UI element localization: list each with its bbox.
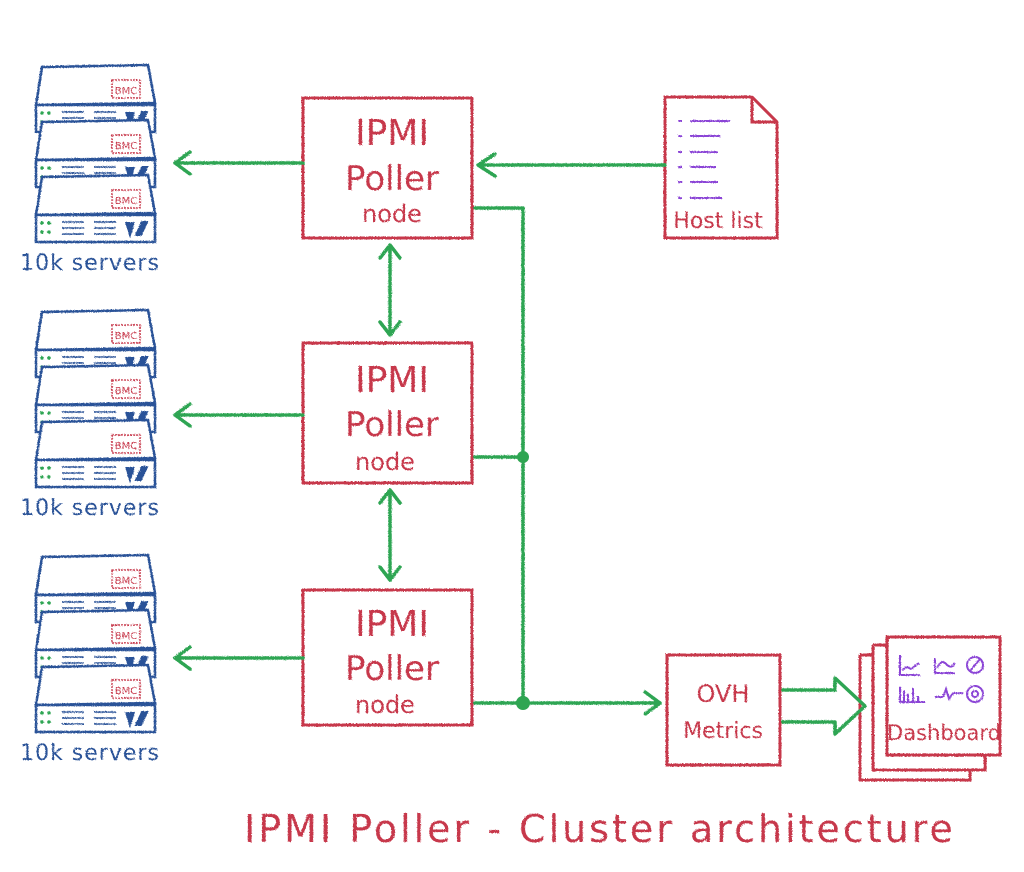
poller-1-line3: node — [362, 200, 422, 228]
poller-node-2 — [301, 341, 474, 485]
arrow-poller3-to-servers — [173, 645, 305, 671]
donut-chart-icon — [966, 685, 984, 703]
diagram-title: IPMI Poller - Cluster architecture — [244, 807, 956, 851]
bmc-chip-icon: BMC — [111, 569, 141, 589]
host-list-label: Host list — [673, 209, 763, 234]
dashboard-label: Dashboard — [887, 721, 1001, 745]
bmc-chip-icon: BMC — [111, 134, 141, 154]
bar-chart-icon — [899, 687, 925, 703]
bmc-chip-icon: BMC — [111, 679, 141, 699]
vent-lines — [62, 221, 116, 235]
server-group-label: 10k servers — [20, 741, 160, 766]
host-list-entries — [678, 120, 730, 199]
poller-3-line2: Poller — [345, 649, 439, 689]
svg-text:BMC: BMC — [115, 141, 137, 152]
poller-2-line3: node — [355, 448, 415, 476]
server: BMC — [34, 308, 157, 379]
poller-node-1 — [301, 96, 474, 240]
dashboard-page-front — [885, 635, 1002, 757]
bmc-chip-icon: BMC — [111, 324, 141, 344]
ovh-logo-icon — [125, 221, 149, 239]
poller-1-line1: IPMI — [355, 113, 429, 154]
arrow-hostlist-to-poller — [476, 152, 667, 178]
server: BMC — [34, 663, 157, 734]
server: BMC — [34, 173, 157, 244]
poller-3-line3: node — [355, 691, 415, 719]
bmc-chip-icon: BMC — [111, 189, 141, 209]
server-stack-1: BMC BMC BMC — [34, 63, 157, 244]
svg-text:BMC: BMC — [115, 576, 137, 587]
dashboard-page-back — [858, 653, 972, 782]
bus-junction-1 — [517, 451, 529, 463]
svg-text:BMC: BMC — [115, 331, 137, 342]
arrow-poller1-to-servers — [173, 150, 305, 176]
vent-lines — [62, 466, 116, 480]
poller-2-line1: IPMI — [355, 360, 429, 401]
metrics-bus — [473, 206, 662, 716]
status-led-icon — [40, 221, 51, 234]
server-stack-3: BMC BMC BMC — [34, 553, 157, 734]
bmc-chip-icon: BMC — [111, 624, 141, 644]
arrow-poller1-poller2 — [378, 243, 402, 337]
svg-text:BMC: BMC — [115, 386, 137, 397]
poller-2-line2: Poller — [345, 405, 439, 445]
arrow-metrics-to-dashboard — [781, 676, 867, 736]
pie-chart-icon — [966, 656, 984, 674]
server: BMC — [34, 418, 157, 489]
bmc-chip-icon: BMC — [111, 79, 141, 99]
ovh-logo-icon — [125, 466, 149, 484]
svg-text:BMC: BMC — [115, 631, 137, 642]
sparkline-icon — [935, 685, 963, 702]
status-led-icon — [40, 711, 51, 724]
host-list-document — [663, 95, 779, 240]
server-groups: BMC BMC BMC BMC BMC BMC BMC BMC BMC — [34, 63, 157, 734]
ovh-logo-icon — [125, 711, 149, 729]
poller-3-line1: IPMI — [355, 604, 429, 645]
svg-text:BMC: BMC — [115, 196, 137, 207]
metrics-line2: Metrics — [683, 719, 763, 744]
vent-lines — [62, 711, 116, 725]
bmc-chip-icon: BMC — [111, 379, 141, 399]
server-stack-2: BMC BMC BMC — [34, 308, 157, 489]
ovh-metrics-box — [665, 653, 782, 767]
metrics-line1: OVH — [697, 680, 750, 708]
server-group-label: 10k servers — [20, 496, 160, 521]
poller-1-line2: Poller — [345, 159, 439, 199]
svg-text:BMC: BMC — [115, 86, 137, 97]
server-group-label: 10k servers — [20, 251, 160, 276]
arrow-poller2-poller3 — [378, 488, 402, 582]
svg-text:BMC: BMC — [115, 441, 137, 452]
bmc-chip-icon: BMC — [111, 434, 141, 454]
arrow-poller2-to-servers — [173, 402, 305, 428]
area-chart-icon — [934, 658, 956, 674]
status-led-icon — [40, 466, 51, 479]
svg-text:BMC: BMC — [115, 686, 137, 697]
line-chart-icon — [899, 655, 920, 676]
bus-junction-2 — [516, 696, 530, 710]
dashboard-page-mid — [871, 643, 987, 772]
